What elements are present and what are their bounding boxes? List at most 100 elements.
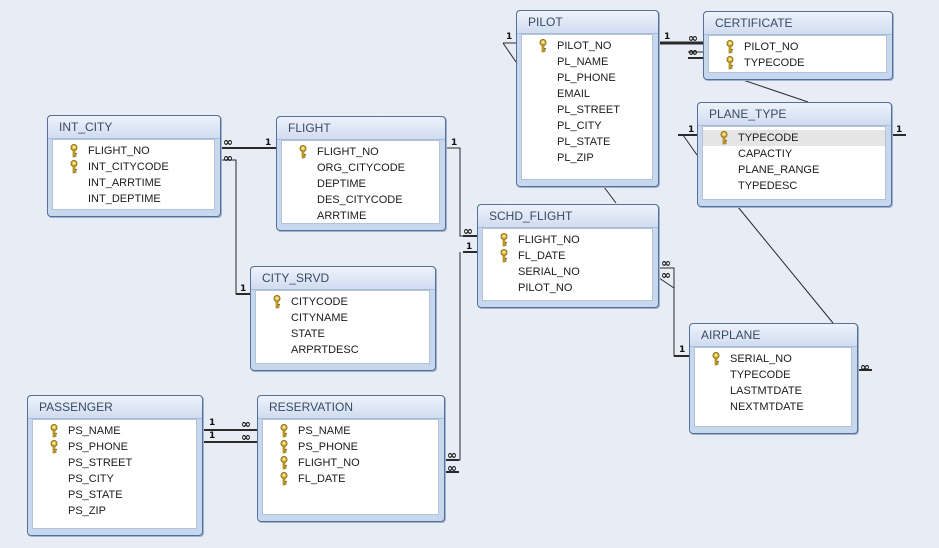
field-row[interactable]: CITYCODE (256, 294, 429, 310)
field-name: ARRTIME (317, 210, 367, 222)
field-row[interactable]: PL_STREET (522, 102, 652, 118)
field-name: TYPECODE (730, 369, 791, 381)
field-row[interactable]: FLIGHT_NO (282, 144, 439, 160)
field-name: FLIGHT_NO (317, 146, 379, 158)
field-name: PS_PHONE (68, 441, 128, 453)
field-row[interactable]: INT_CITYCODE (53, 159, 214, 175)
field-row[interactable]: PL_STATE (522, 134, 652, 150)
field-name: PL_PHONE (557, 72, 616, 84)
field-row[interactable]: PL_ZIP (522, 150, 652, 166)
field-row[interactable]: FLIGHT_NO (53, 143, 214, 159)
field-row[interactable]: INT_DEPTIME (53, 191, 214, 207)
table-title[interactable]: CITY_SRVD (251, 267, 435, 290)
cardinality-many: ∞ (447, 448, 457, 462)
field-name: PS_STREET (68, 457, 133, 469)
table-title[interactable]: RESERVATION (258, 396, 444, 419)
cardinality-many: ∞ (661, 256, 671, 270)
field-row[interactable]: ARPRTDESC (256, 342, 429, 358)
field-name: PL_CITY (557, 120, 602, 132)
field-row[interactable]: PS_CITY (33, 471, 196, 487)
table-title[interactable]: FLIGHT (277, 117, 445, 140)
field-row[interactable]: PS_PHONE (33, 439, 196, 455)
primary-key-icon (499, 233, 509, 247)
field-row[interactable]: INT_ARRTIME (53, 175, 214, 191)
field-row[interactable]: NEXTMTDATE (695, 399, 851, 415)
field-row[interactable]: ARRTIME (282, 208, 439, 224)
field-name: CITYNAME (291, 312, 348, 324)
table-title[interactable]: PASSENGER (28, 396, 202, 419)
table-title[interactable]: SCHD_FLIGHT (478, 205, 658, 228)
table-int-city[interactable]: INT_CITY FLIGHT_NO INT_CITYCODE INT_ARRTIME… (47, 115, 221, 217)
cardinality-one: 1 (240, 284, 247, 294)
field-name: CITYCODE (291, 296, 348, 308)
field-row[interactable]: TYPEDESC (703, 178, 885, 194)
field-row[interactable]: DEPTIME (282, 176, 439, 192)
field-name: PS_CITY (68, 473, 114, 485)
field-row[interactable]: PS_STATE (33, 487, 196, 503)
field-row[interactable]: STATE (256, 326, 429, 342)
field-row[interactable]: SERIAL_NO (695, 351, 851, 367)
field-name: ARPRTDESC (291, 344, 359, 356)
field-row[interactable]: TYPECODE (709, 55, 886, 71)
table-city-srvd[interactable]: CITY_SRVD CITYCODE CITYNAME STATE ARPRTDESC (250, 266, 436, 371)
table-title[interactable]: INT_CITY (48, 116, 220, 139)
field-row[interactable]: CITYNAME (256, 310, 429, 326)
field-row[interactable]: PS_ZIP (33, 503, 196, 519)
cardinality-many: ∞ (447, 461, 457, 475)
field-row[interactable]: PS_NAME (263, 423, 438, 439)
field-row[interactable]: FL_DATE (263, 471, 438, 487)
field-row[interactable]: CAPACTIY (703, 146, 885, 162)
primary-key-icon (719, 131, 729, 145)
field-name: INT_CITYCODE (88, 161, 169, 173)
field-row[interactable]: FLIGHT_NO (483, 232, 652, 248)
table-title[interactable]: AIRPLANE (690, 324, 857, 347)
primary-key-icon (279, 472, 289, 486)
table-passenger[interactable]: PASSENGER PS_NAME PS_PHONE PS_STREET PS_CITY… (27, 395, 203, 536)
field-name: LASTMTDATE (730, 385, 802, 397)
field-row[interactable]: PILOT_NO (709, 39, 886, 55)
field-row[interactable]: PL_PHONE (522, 70, 652, 86)
field-row[interactable]: PLANE_RANGE (703, 162, 885, 178)
field-row[interactable]: LASTMTDATE (695, 383, 851, 399)
field-row[interactable]: DES_CITYCODE (282, 192, 439, 208)
table-title[interactable]: PLANE_TYPE (698, 103, 891, 126)
field-list: CITYCODE CITYNAME STATE ARPRTDESC (255, 290, 430, 364)
field-row[interactable]: FL_DATE (483, 248, 652, 264)
field-row[interactable]: PILOT_NO (522, 38, 652, 54)
table-title[interactable]: CERTIFICATE (704, 12, 892, 35)
field-name: EMAIL (557, 88, 591, 100)
field-row[interactable]: EMAIL (522, 86, 652, 102)
field-row[interactable]: PL_CITY (522, 118, 652, 134)
field-name: TYPECODE (738, 132, 799, 144)
table-airplane[interactable]: AIRPLANE SERIAL_NO TYPECODE LASTMTDATE NEXTM… (689, 323, 858, 434)
primary-key-icon (298, 145, 308, 159)
field-row[interactable]: PS_NAME (33, 423, 196, 439)
table-title[interactable]: PILOT (517, 11, 658, 34)
field-name: INT_DEPTIME (88, 193, 161, 205)
primary-key-icon (725, 40, 735, 54)
field-name: NEXTMTDATE (730, 401, 804, 413)
field-row[interactable]: PS_STREET (33, 455, 196, 471)
field-row[interactable]: FLIGHT_NO (263, 455, 438, 471)
cardinality-one: 1 (451, 138, 458, 148)
field-row[interactable]: PL_NAME (522, 54, 652, 70)
field-row[interactable]: SERIAL_NO (483, 264, 652, 280)
field-row[interactable]: PS_PHONE (263, 439, 438, 455)
primary-key-icon (725, 56, 735, 70)
field-row[interactable]: TYPECODE (703, 130, 885, 146)
field-row[interactable]: ORG_CITYCODE (282, 160, 439, 176)
field-row[interactable]: PILOT_NO (483, 280, 652, 296)
cardinality-many: ∞ (860, 360, 870, 374)
field-row[interactable]: TYPECODE (695, 367, 851, 383)
